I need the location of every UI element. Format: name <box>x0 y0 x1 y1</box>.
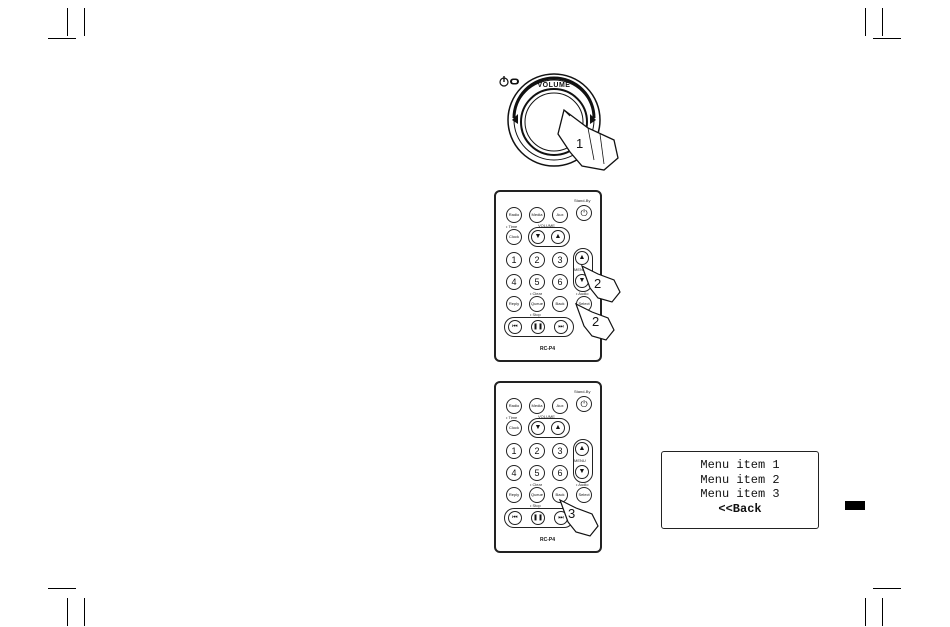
menu-item-2: Menu item 2 <box>700 472 780 487</box>
number-4-button[interactable]: 4 <box>506 465 522 481</box>
crop-mark <box>865 8 866 36</box>
menu-up-button[interactable]: ▲ <box>575 251 589 265</box>
stop-label: • Stop <box>530 503 541 508</box>
lcd-display: Menu item 1 Menu item 2 Menu item 3 <<Ba… <box>661 451 819 529</box>
select-button[interactable]: Select <box>576 487 592 503</box>
step-number: 1 <box>576 136 584 151</box>
crop-mark <box>865 598 866 626</box>
section-tab <box>845 501 865 510</box>
volume-down-button[interactable]: ▼ <box>531 421 545 435</box>
crop-mark <box>882 8 883 36</box>
menu-up-button[interactable]: ▲ <box>575 442 589 456</box>
stop-label: • Stop <box>530 312 541 317</box>
radio-button[interactable]: Radio <box>506 398 522 414</box>
number-4-button[interactable]: 4 <box>506 274 522 290</box>
step-number: 2 <box>592 314 600 329</box>
number-1-button[interactable]: 1 <box>506 443 522 459</box>
volume-label: VOLUME <box>538 414 555 419</box>
crop-mark <box>84 598 85 626</box>
play-pause-button[interactable]: ❚❚ <box>531 320 545 334</box>
queue-button[interactable]: Queue <box>529 487 545 503</box>
next-button[interactable]: ⏭ <box>554 320 568 334</box>
standby-label: Stand-By <box>574 389 591 394</box>
clear-label: • Clear <box>530 482 543 487</box>
menu-label: MENU <box>574 267 586 272</box>
pointing-hand-illustration <box>558 498 599 537</box>
model-label: RC-P4 <box>540 537 556 543</box>
pointing-hand-illustration <box>580 264 621 303</box>
menu-item-3: Menu item 3 <box>700 487 780 501</box>
clear-label: • Clear <box>530 291 543 296</box>
menu-item-1: Menu item 1 <box>700 458 780 472</box>
volume-label: VOLUME <box>537 82 571 89</box>
menu-label: MENU <box>574 458 586 463</box>
number-5-button[interactable]: 5 <box>529 274 545 290</box>
back-button[interactable]: Back <box>552 296 568 312</box>
aux-button[interactable]: Aux <box>552 398 568 414</box>
model-label: RC-P4 <box>540 346 556 352</box>
number-3-button[interactable]: 3 <box>552 443 568 459</box>
volume-label: VOLUME <box>538 223 555 228</box>
previous-button[interactable]: ⏮ <box>508 511 522 525</box>
media-button[interactable]: Media <box>529 207 545 223</box>
crop-mark <box>873 38 901 39</box>
time-label: • Time <box>506 224 518 229</box>
crop-mark <box>873 588 901 589</box>
number-3-button[interactable]: 3 <box>552 252 568 268</box>
clock-button[interactable]: Clock <box>506 420 522 436</box>
aux-button[interactable]: Aux <box>552 207 568 223</box>
volume-up-button[interactable]: ▲ <box>551 230 565 244</box>
standby-label: Stand-By <box>574 198 591 203</box>
previous-button[interactable]: ⏮ <box>508 320 522 334</box>
number-6-button[interactable]: 6 <box>552 274 568 290</box>
radio-button[interactable]: Radio <box>506 207 522 223</box>
volume-down-button[interactable]: ▼ <box>531 230 545 244</box>
step-number: 2 <box>594 276 602 291</box>
audio-label: • Audio <box>576 482 589 487</box>
pointing-hand-illustration <box>574 302 615 341</box>
play-pause-button[interactable]: ❚❚ <box>531 511 545 525</box>
back-item: <<Back <box>718 501 762 516</box>
volume-up-button[interactable]: ▲ <box>551 421 565 435</box>
crop-mark <box>84 8 85 36</box>
crop-mark <box>48 38 76 39</box>
number-6-button[interactable]: 6 <box>552 465 568 481</box>
crop-mark <box>48 588 76 589</box>
standby-button[interactable]: ⏻ <box>576 396 592 412</box>
reply-button[interactable]: Reply <box>506 296 522 312</box>
menu-down-button[interactable]: ▼ <box>575 465 589 479</box>
audio-label: • Audio <box>576 291 589 296</box>
queue-button[interactable]: Queue <box>529 296 545 312</box>
number-2-button[interactable]: 2 <box>529 443 545 459</box>
number-2-button[interactable]: 2 <box>529 252 545 268</box>
remote-control: Stand-By ⏻ Radio Media Aux • Time VOLUME… <box>494 381 602 553</box>
crop-mark <box>882 598 883 626</box>
time-label: • Time <box>506 415 518 420</box>
media-button[interactable]: Media <box>529 398 545 414</box>
number-5-button[interactable]: 5 <box>529 465 545 481</box>
number-1-button[interactable]: 1 <box>506 252 522 268</box>
volume-knob-figure: VOLUME 1 <box>496 70 626 180</box>
crop-mark <box>67 8 68 36</box>
clock-button[interactable]: Clock <box>506 229 522 245</box>
crop-mark <box>67 598 68 626</box>
standby-button[interactable]: ⏻ <box>576 205 592 221</box>
back-button[interactable]: Back <box>552 487 568 503</box>
step-number: 3 <box>568 506 576 521</box>
reply-button[interactable]: Reply <box>506 487 522 503</box>
volume-knob-illustration <box>499 73 619 171</box>
